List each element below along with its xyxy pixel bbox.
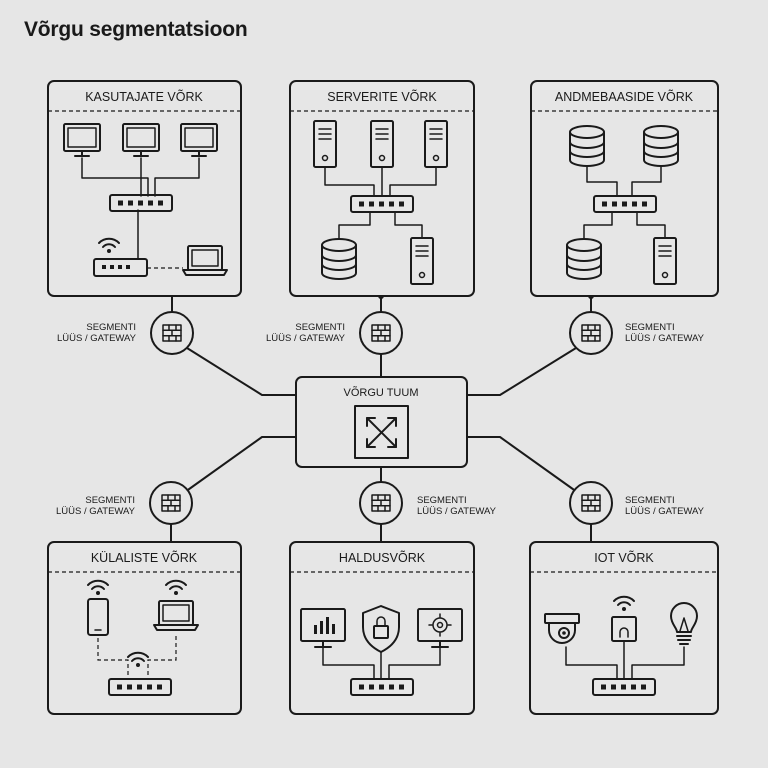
segment-title: HALDUSVÕRK bbox=[339, 550, 426, 565]
servers-links bbox=[324, 166, 437, 239]
firewall-icon bbox=[359, 311, 403, 355]
segment-users[interactable]: KASUTAJATE VÕRK bbox=[47, 80, 242, 297]
firewall-icon bbox=[569, 311, 613, 355]
segment-title: IOT VÕRK bbox=[594, 550, 654, 565]
gateway-label-line2: LÜÜS / GATEWAY bbox=[266, 333, 346, 344]
management-links bbox=[322, 646, 441, 680]
segment-iot[interactable]: IOT VÕRK bbox=[529, 541, 719, 715]
users-links bbox=[81, 157, 200, 269]
segment-guests[interactable]: KÜLALISTE VÕRK bbox=[47, 541, 242, 715]
gateway-label-line2: LÜÜS / GATEWAY bbox=[417, 506, 497, 517]
core-switch-icon bbox=[354, 405, 409, 459]
firewall-icon bbox=[149, 481, 193, 525]
firewall-icon bbox=[150, 311, 194, 355]
smartphone-icon bbox=[87, 598, 109, 636]
gateway-label-line1: SEGMENTI bbox=[86, 322, 136, 333]
gateway-guests[interactable]: SEGMENTI LÜÜS / GATEWAY bbox=[56, 481, 193, 525]
segment-title: KASUTAJATE VÕRK bbox=[85, 89, 203, 104]
core-title: VÕRGU TUUM bbox=[344, 386, 419, 399]
gateway-servers[interactable]: SEGMENTI LÜÜS / GATEWAY bbox=[266, 311, 403, 355]
gateway-label-line2: LÜÜS / GATEWAY bbox=[57, 333, 137, 344]
network-core[interactable]: VÕRGU TUUM bbox=[295, 376, 468, 468]
gateway-users[interactable]: SEGMENTI LÜÜS / GATEWAY bbox=[57, 311, 194, 355]
shield-lock-icon bbox=[362, 605, 400, 653]
gateway-databases[interactable]: SEGMENTI LÜÜS / GATEWAY bbox=[569, 311, 705, 355]
gateway-label-line1: SEGMENTI bbox=[85, 495, 135, 506]
gateway-label-line1: SEGMENTI bbox=[625, 322, 675, 333]
segment-databases[interactable]: ANDMEBAASIDE VÕRK bbox=[530, 80, 719, 297]
segment-title: KÜLALISTE VÕRK bbox=[91, 550, 198, 565]
gateway-label-line2: LÜÜS / GATEWAY bbox=[56, 506, 136, 517]
gateway-label-line2: LÜÜS / GATEWAY bbox=[625, 333, 705, 344]
gateway-iot[interactable]: SEGMENTI LÜÜS / GATEWAY bbox=[569, 481, 705, 525]
light-bulb-icon bbox=[670, 602, 698, 645]
segment-management[interactable]: HALDUSVÕRK bbox=[289, 541, 475, 715]
page-title: Võrgu segmentatsioon bbox=[24, 18, 248, 41]
gateway-label-line1: SEGMENTI bbox=[417, 495, 467, 506]
guests-links bbox=[97, 636, 177, 675]
security-camera-icon bbox=[544, 613, 580, 644]
segment-servers[interactable]: SERVERITE VÕRK bbox=[289, 80, 475, 297]
segment-title: ANDMEBAASIDE VÕRK bbox=[555, 89, 694, 104]
firewall-icon bbox=[569, 481, 613, 525]
gear-monitor-icon bbox=[417, 608, 463, 648]
segment-title: SERVERITE VÕRK bbox=[327, 89, 437, 104]
chart-monitor-icon bbox=[300, 608, 346, 648]
databases-links bbox=[583, 166, 666, 239]
gateway-label-line1: SEGMENTI bbox=[295, 322, 345, 333]
wifi-router-icon bbox=[93, 237, 148, 277]
iot-links bbox=[565, 640, 685, 680]
gateway-label-line2: LÜÜS / GATEWAY bbox=[625, 506, 705, 517]
gateway-label-line1: SEGMENTI bbox=[625, 495, 675, 506]
smart-sensor-icon bbox=[611, 595, 637, 642]
gateway-management[interactable]: SEGMENTI LÜÜS / GATEWAY bbox=[359, 481, 497, 525]
firewall-icon bbox=[359, 481, 403, 525]
